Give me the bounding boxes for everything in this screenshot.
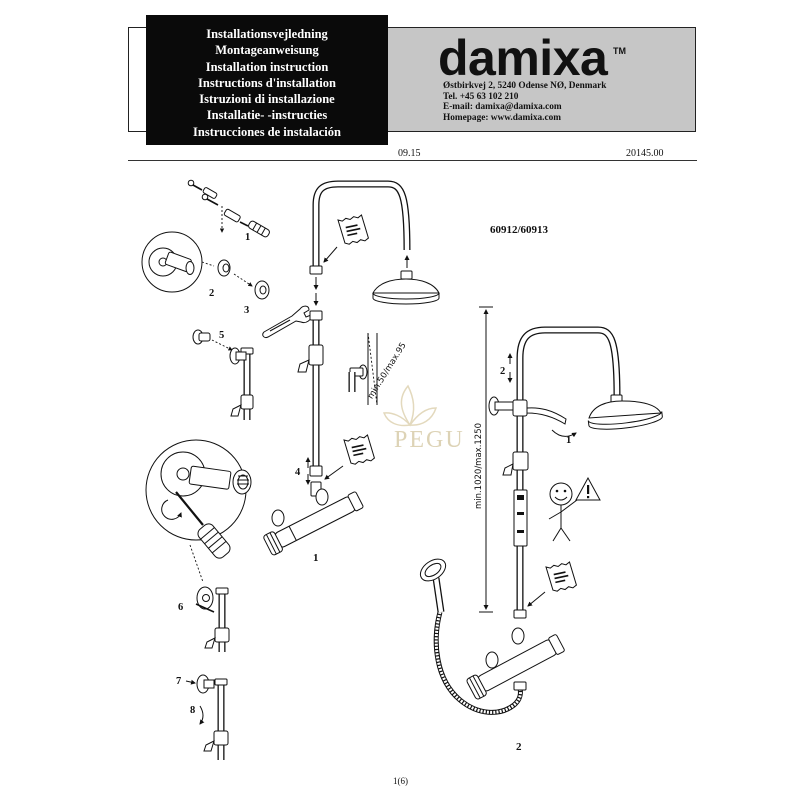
page-number: 1(6): [393, 776, 408, 786]
height-dimension: min.1020/max.1250: [474, 306, 493, 613]
header-rule: [128, 160, 697, 161]
company-panel: [388, 28, 695, 131]
height-dimension-text: min.1020/max.1250: [474, 423, 484, 509]
step-label-1: 1: [245, 232, 250, 243]
overhead-shower-head-1: [372, 270, 440, 305]
wall-distance-inset: min.50/max.95: [348, 332, 409, 406]
step-label-8: 8: [190, 705, 195, 716]
brand-logo: damixa: [438, 30, 608, 86]
company-tel: Tel. +45 63 102 210: [443, 91, 519, 102]
thread-seal-packet-2: [343, 434, 375, 465]
diagram-2-caption: 2: [516, 741, 522, 753]
thread-seal-packet-1: [337, 214, 369, 245]
wall-distance-dimension: min.50/max.95: [366, 341, 409, 401]
step-label-3: 3: [244, 305, 249, 316]
watermark-text: PEGU: [394, 427, 465, 453]
magnifier-wall-connection: 2: [141, 231, 231, 299]
screwdriver-handle-icon: [197, 523, 231, 559]
step-label-2-right: 2: [500, 366, 505, 377]
step-label-1-right: 1: [566, 435, 571, 446]
hand-shower: [419, 558, 523, 715]
model-number: 60912/60913: [490, 224, 549, 236]
thread-seal-packet-3: [545, 561, 577, 592]
holder-part: 6: [178, 586, 230, 652]
company-contact: Østbirkvej 2, 5240 Odense NØ, Denmark Te…: [443, 81, 606, 123]
shower-shelf: [488, 396, 567, 425]
trademark-mark: TM: [613, 46, 626, 56]
title-en: Installation instruction: [205, 59, 329, 74]
warning-triangle-icon: [575, 476, 601, 501]
magnifier-bracket-mounting: [145, 439, 252, 583]
wall-fixings: 1: [187, 179, 270, 243]
title-box: Installationsvejledning Montageanweisung…: [146, 15, 388, 145]
company-homepage: Homepage: www.damixa.com: [443, 112, 562, 123]
bracket-part: 5: [192, 329, 254, 420]
company-email: E-mail: damixa@damixa.com: [443, 102, 562, 112]
document-date: 09.15: [398, 148, 421, 159]
wrench-icon: [262, 305, 312, 338]
screwdriver-icon: [248, 220, 270, 238]
diagram-2-shower-system: min.1020/max.1250 2 1: [419, 306, 663, 753]
rail-insert-part: 7 8: [176, 674, 229, 760]
washer-part: 3: [233, 273, 270, 316]
document-number: 20145.00: [626, 148, 664, 159]
title-nl: Installatie- -instructies: [206, 108, 328, 123]
title-fr: Instructions d'installation: [198, 75, 336, 90]
title-es: Instrucciones de instalación: [193, 124, 341, 139]
diagram-1-shower-system: 4: [263, 180, 440, 564]
thermostatic-mixer-2: [466, 627, 565, 700]
company-address: Østbirkvej 2, 5240 Odense NØ, Denmark: [443, 81, 607, 91]
step-label-4: 4: [295, 467, 301, 478]
step-label-2: 2: [209, 288, 214, 299]
diagram-1-caption: 1: [313, 552, 319, 564]
smiley-figure-icon: [548, 482, 578, 542]
overhead-shower-head-2: [587, 394, 663, 430]
title-de: Montageanweisung: [215, 43, 319, 58]
step-label-5: 5: [219, 330, 224, 341]
title-da: Installationsvejledning: [206, 27, 328, 41]
title-it: Istruzioni di installazione: [199, 92, 335, 107]
step-label-7: 7: [176, 676, 181, 687]
step-label-6: 6: [178, 602, 183, 613]
watermark: PEGU: [382, 384, 465, 453]
thermostatic-mixer-1: [263, 488, 364, 556]
rail-sliding-piece: [513, 489, 528, 547]
